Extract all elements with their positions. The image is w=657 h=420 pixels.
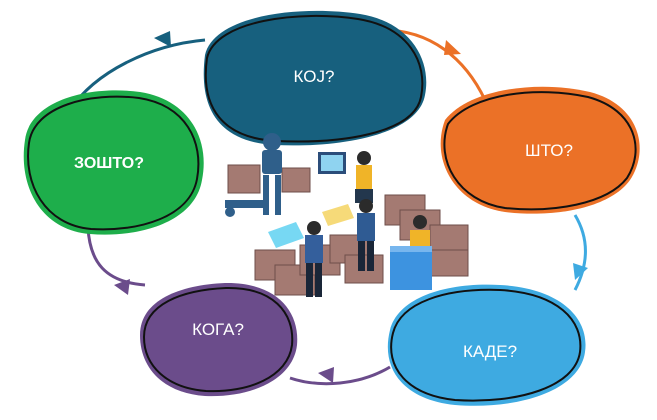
arrow-kade-to-koga: [289, 365, 391, 386]
arrowhead-koga-to-zoshto: [114, 279, 130, 295]
node-koga: [140, 282, 298, 397]
node-label-kade: КАДЕ?: [462, 342, 518, 361]
node-kade: [387, 284, 586, 406]
arrowhead-kade-to-koga: [318, 367, 334, 383]
node-label-koj: КОЈ?: [293, 67, 335, 86]
node-label-shto: ШТО?: [525, 141, 573, 160]
node-label-koga: КОГА?: [192, 320, 244, 339]
node-shto: [440, 86, 640, 214]
arrowhead-shto-to-kade: [573, 263, 588, 280]
warehouse-team-robot-illustration: [225, 133, 469, 297]
node-koj: [203, 10, 427, 146]
node-zoshto: [23, 90, 204, 235]
arrow-koga-to-zoshto: [86, 227, 146, 287]
arrow-shto-to-kade: [573, 214, 587, 291]
arrowhead-koj-to-shto: [444, 40, 461, 55]
arrowhead-zoshto-to-koj: [154, 31, 171, 47]
node-label-zoshto: ЗОШТО?: [74, 155, 144, 172]
